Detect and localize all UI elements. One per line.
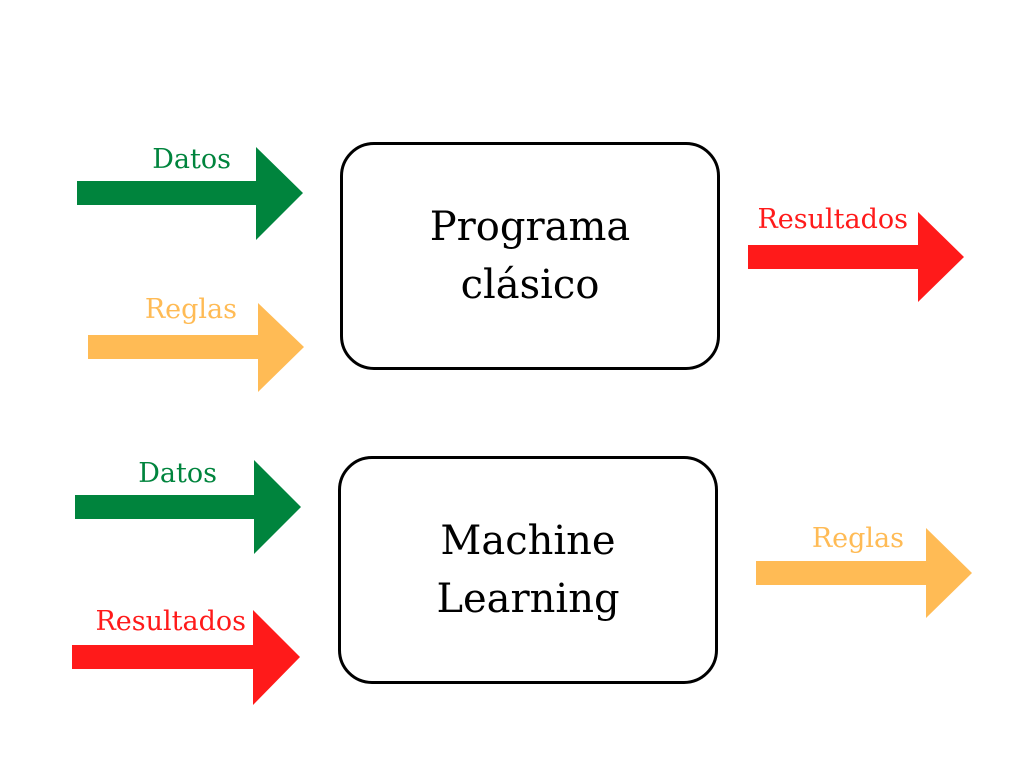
data-input-arrow	[75, 460, 301, 554]
data-input-arrow	[77, 147, 303, 240]
results-output-label: Resultados	[757, 204, 908, 235]
box-label-line: clásico	[460, 262, 600, 308]
machine-learning-box: Machine Learning	[338, 456, 718, 684]
box-label-line: Machine	[440, 518, 616, 564]
box-label-line: Programa	[429, 204, 631, 250]
rules-input-arrow	[88, 303, 304, 392]
results-output-arrow	[748, 212, 964, 302]
classic-program-box: Programa clásico	[340, 142, 720, 370]
results-input-arrow	[72, 610, 300, 705]
data-input-label: Datos	[138, 458, 217, 489]
box-label-line: Learning	[436, 576, 620, 622]
rules-input-label: Reglas	[144, 294, 237, 325]
results-input-label: Resultados	[95, 606, 246, 637]
rules-output-arrow	[756, 528, 972, 618]
rules-output-label: Reglas	[811, 523, 904, 554]
data-input-label: Datos	[152, 144, 231, 175]
